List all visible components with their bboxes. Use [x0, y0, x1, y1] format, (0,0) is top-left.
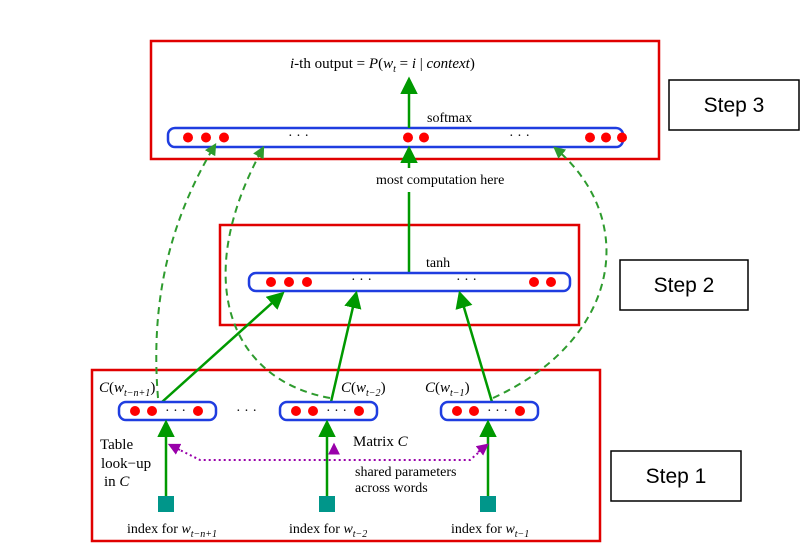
tanh-layer — [247, 271, 572, 293]
tanh-neuron — [284, 277, 294, 287]
embedding-2-neuron — [291, 406, 301, 416]
embedding-label-2: C(wt−2) — [341, 380, 386, 399]
embedding-2-ellipsis: · · · — [326, 404, 347, 419]
tanh-ellipsis-right: · · · — [456, 273, 477, 288]
tanh-ellipsis-left: · · · — [351, 273, 372, 288]
embedding-3-neuron — [469, 406, 479, 416]
index-square-1 — [158, 496, 174, 512]
skip-connection-1 — [155, 142, 217, 399]
embedding-2-neuron — [354, 406, 364, 416]
index-label-2: index for wt−2 — [289, 522, 367, 540]
step3-label: Step 3 — [704, 94, 765, 117]
embed2-to-tanh-arrow — [329, 290, 362, 403]
softmax-ellipsis-right: · · · — [509, 129, 530, 144]
skip-connection-3 — [492, 146, 608, 399]
skip-connection-2 — [224, 145, 331, 399]
step1-label: Step 1 — [646, 465, 707, 488]
softmax-layer — [166, 126, 625, 149]
output-formula: i-th output = P(wt = i | context) — [290, 56, 475, 75]
index-label-1: index for wt−n+1 — [127, 522, 217, 540]
step1-frame — [90, 368, 602, 543]
shared-parameters-line2: across words — [355, 481, 428, 496]
softmax-neuron — [201, 132, 211, 143]
step2-frame — [218, 223, 581, 327]
step1-label-box — [610, 450, 742, 502]
softmax-neuron — [419, 132, 429, 143]
tanh-neuron — [529, 277, 539, 287]
embedding-3-ellipsis: · · · — [487, 404, 508, 419]
softmax-neuron — [219, 132, 229, 143]
embeddings-gap-ellipsis: · · · — [236, 404, 257, 419]
index-square-3 — [480, 496, 496, 512]
embed1-to-tanh-arrow — [161, 291, 285, 403]
tanh-neuron — [302, 277, 312, 287]
most-computation-label: most computation here — [376, 173, 504, 188]
tanh-neuron — [266, 277, 276, 287]
index-square-2 — [319, 496, 335, 512]
tanh-neuron — [546, 277, 556, 287]
shared-parameters-link — [171, 445, 487, 461]
softmax-ellipsis-left: · · · — [288, 129, 309, 144]
step2-label-box — [619, 259, 749, 311]
softmax-neuron — [585, 132, 595, 143]
shared-parameters-line1: shared parameters — [355, 465, 456, 480]
matrix-c-label: Matrix C — [353, 434, 409, 450]
softmax-neuron — [183, 132, 193, 143]
table-lookup-line1: Table — [100, 437, 133, 453]
embedding-3-neuron — [515, 406, 525, 416]
embedding-1-neuron — [147, 406, 157, 416]
softmax-neuron — [617, 132, 627, 143]
tanh-label: tanh — [426, 256, 450, 271]
softmax-label: softmax — [427, 111, 472, 126]
step3-label-box — [668, 79, 800, 131]
index-label-3: index for wt−1 — [451, 522, 529, 540]
embedding-1-neuron — [130, 406, 140, 416]
shared-arrow-left — [167, 443, 182, 455]
embedding-label-1: C(wt−n+1) — [99, 380, 155, 399]
most-computation-bg — [372, 168, 530, 190]
embedding-2-neuron — [308, 406, 318, 416]
shared-arrow-right — [475, 443, 489, 456]
table-lookup-line2: look−up — [101, 456, 151, 472]
softmax-neuron — [601, 132, 611, 143]
embedding-3-neuron — [452, 406, 462, 416]
softmax-neuron — [403, 132, 413, 143]
neuron-dots — [130, 132, 627, 416]
embedding-label-3: C(wt−1) — [425, 380, 470, 399]
embedding-1-neuron — [193, 406, 203, 416]
table-lookup-line3: in C — [104, 474, 130, 490]
embedding-1-ellipsis: · · · — [165, 404, 186, 419]
step2-label: Step 2 — [654, 274, 715, 297]
embed3-to-tanh-arrow — [455, 290, 494, 403]
